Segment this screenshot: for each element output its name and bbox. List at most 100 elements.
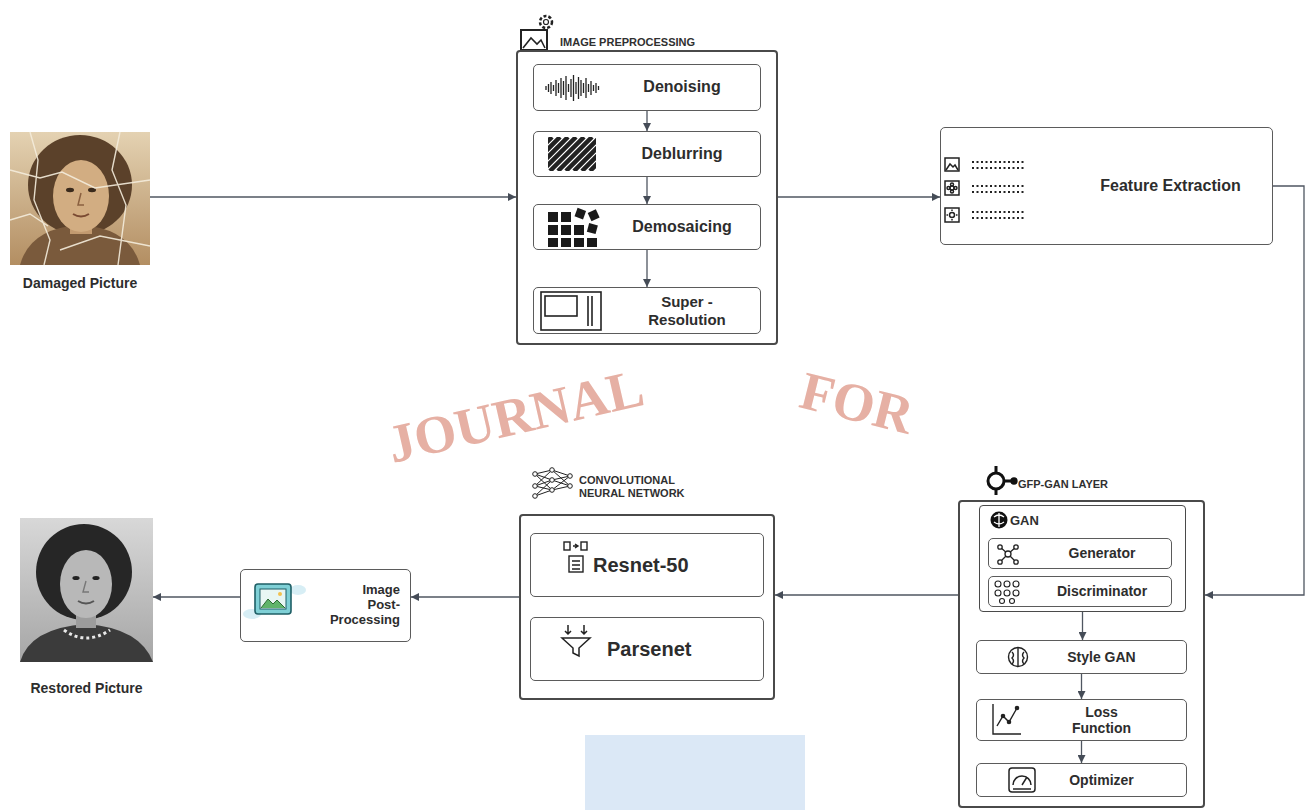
- flow-arrow: [153, 596, 240, 597]
- chart-icon: [1007, 720, 1010, 723]
- process-box: Image Post- Processing: [240, 569, 411, 642]
- process-box: Resnet-50: [530, 533, 764, 597]
- cnn-icon: [550, 468, 555, 473]
- resnet-icon: [564, 542, 587, 572]
- cnn-icon: [550, 488, 555, 493]
- resnet-icon: [572, 561, 580, 569]
- flow-arrow: [778, 196, 940, 197]
- flow-arrow: [1081, 674, 1082, 699]
- box-label: Super - Resolution: [648, 293, 726, 328]
- postprocess-icon: [243, 584, 306, 619]
- feature-icons: [947, 210, 958, 221]
- process-box: Optimizer: [976, 763, 1187, 797]
- gan-icon: [991, 512, 1008, 529]
- watermark-text: JOURNAL: [381, 356, 649, 475]
- mosaic-icon: [588, 209, 600, 221]
- gauge-icon: [1009, 768, 1035, 792]
- waveform-icon: [546, 75, 599, 101]
- discriminator-icon: [1000, 599, 1005, 604]
- group-heading: CONVOLUTIONAL NEURAL NETWORK: [579, 474, 699, 500]
- generator-icon: [1014, 560, 1018, 564]
- gauge-icon: [1022, 777, 1027, 785]
- funnel-icon: [562, 625, 590, 656]
- mosaic-icon: [587, 223, 598, 234]
- gauge-icon: [1013, 776, 1031, 785]
- discriminator-icon: [995, 581, 1019, 604]
- feature-icons: [951, 190, 954, 193]
- process-box: Super - Resolution: [533, 287, 761, 334]
- discriminator-icon: [1013, 581, 1019, 587]
- mosaic-icon: [575, 208, 587, 220]
- upscale-icon: [541, 292, 601, 330]
- preprocessing-icon: [523, 38, 545, 48]
- discriminator-icon: [1004, 590, 1010, 596]
- box-label: Feature Extraction: [1100, 177, 1240, 195]
- restored-photo: [20, 518, 153, 662]
- box-label: Optimizer: [1069, 772, 1134, 788]
- box-label: Demosaicing: [632, 218, 732, 236]
- cnn-icon: [533, 484, 538, 489]
- box-label: Loss Function: [1072, 704, 1131, 736]
- flow-arrow: [1082, 612, 1083, 640]
- resnet-icon: [564, 542, 570, 550]
- postprocess-icon: [290, 585, 306, 595]
- chart-icon: [1001, 714, 1004, 717]
- discriminator-icon: [995, 581, 1001, 587]
- discriminator-icon: [1013, 590, 1019, 596]
- blur-stripes-icon: [548, 137, 596, 171]
- funnel-icon: [565, 625, 587, 634]
- feature-icons: [945, 158, 1026, 222]
- flow-arrow: [646, 250, 647, 287]
- restored-photo: [72, 576, 79, 580]
- discriminator-icon: [995, 590, 1001, 596]
- discriminator-icon: [1010, 599, 1015, 604]
- group-heading: GFP-GAN LAYER: [1018, 478, 1108, 491]
- group-box: IMAGE PREPROCESSINGDenoisingDeblurringDe…: [516, 50, 778, 345]
- picture-node: Damaged Picture: [10, 132, 150, 297]
- box-label: Style GAN: [1067, 649, 1135, 665]
- gauge-icon: [1013, 788, 1031, 790]
- chart-icon: [993, 704, 1021, 734]
- mosaic-icon: [548, 238, 558, 247]
- mosaic-icon: [548, 208, 600, 247]
- brain-icon: [1009, 648, 1028, 667]
- resnet-icon: [573, 544, 578, 548]
- generator-icon: [1014, 545, 1018, 549]
- box-label: Image Post- Processing: [330, 583, 400, 628]
- chart-icon: [1015, 706, 1018, 709]
- brain-icon: [1012, 648, 1024, 666]
- mosaic-icon: [574, 225, 584, 235]
- cnn-icon: [533, 494, 538, 499]
- mosaic-icon: [561, 238, 571, 247]
- restored-photo: [20, 518, 153, 662]
- cnn-icon: [550, 478, 555, 483]
- feature-icons: [946, 164, 958, 170]
- gfpgan-icon: [988, 466, 1016, 495]
- postprocess-icon: [278, 592, 282, 596]
- damaged-photo: [10, 132, 150, 265]
- restored-photo: [60, 550, 112, 618]
- process-box: Discriminator: [988, 576, 1172, 607]
- group-heading: GAN: [1010, 514, 1039, 527]
- postprocess-icon: [255, 584, 291, 614]
- gfpgan-icon: [988, 473, 1004, 489]
- group-box: GFP-GAN LAYERGANGeneratorDiscriminatorSt…: [958, 500, 1205, 808]
- damaged-photo: [53, 160, 109, 232]
- generator-icon: [998, 545, 1018, 564]
- cnn-icon: [533, 472, 538, 477]
- funnel-icon: [562, 638, 590, 656]
- gauge-icon: [1009, 768, 1035, 792]
- restored-photo: [78, 601, 94, 604]
- process-box: Parsenet: [530, 617, 764, 681]
- restored-photo: [64, 630, 110, 638]
- gan-icon: [991, 512, 1008, 529]
- picture-node: Restored Picture: [20, 518, 153, 703]
- resnet-icon: [569, 556, 583, 572]
- mosaic-icon: [548, 212, 558, 222]
- picture-caption: Damaged Picture: [10, 275, 150, 291]
- flow-arrow: [150, 196, 516, 197]
- feature-icons: [972, 162, 1026, 218]
- group-box: CONVOLUTIONAL NEURAL NETWORKResnet-50Par…: [519, 514, 775, 700]
- cnn-icon: [535, 470, 570, 496]
